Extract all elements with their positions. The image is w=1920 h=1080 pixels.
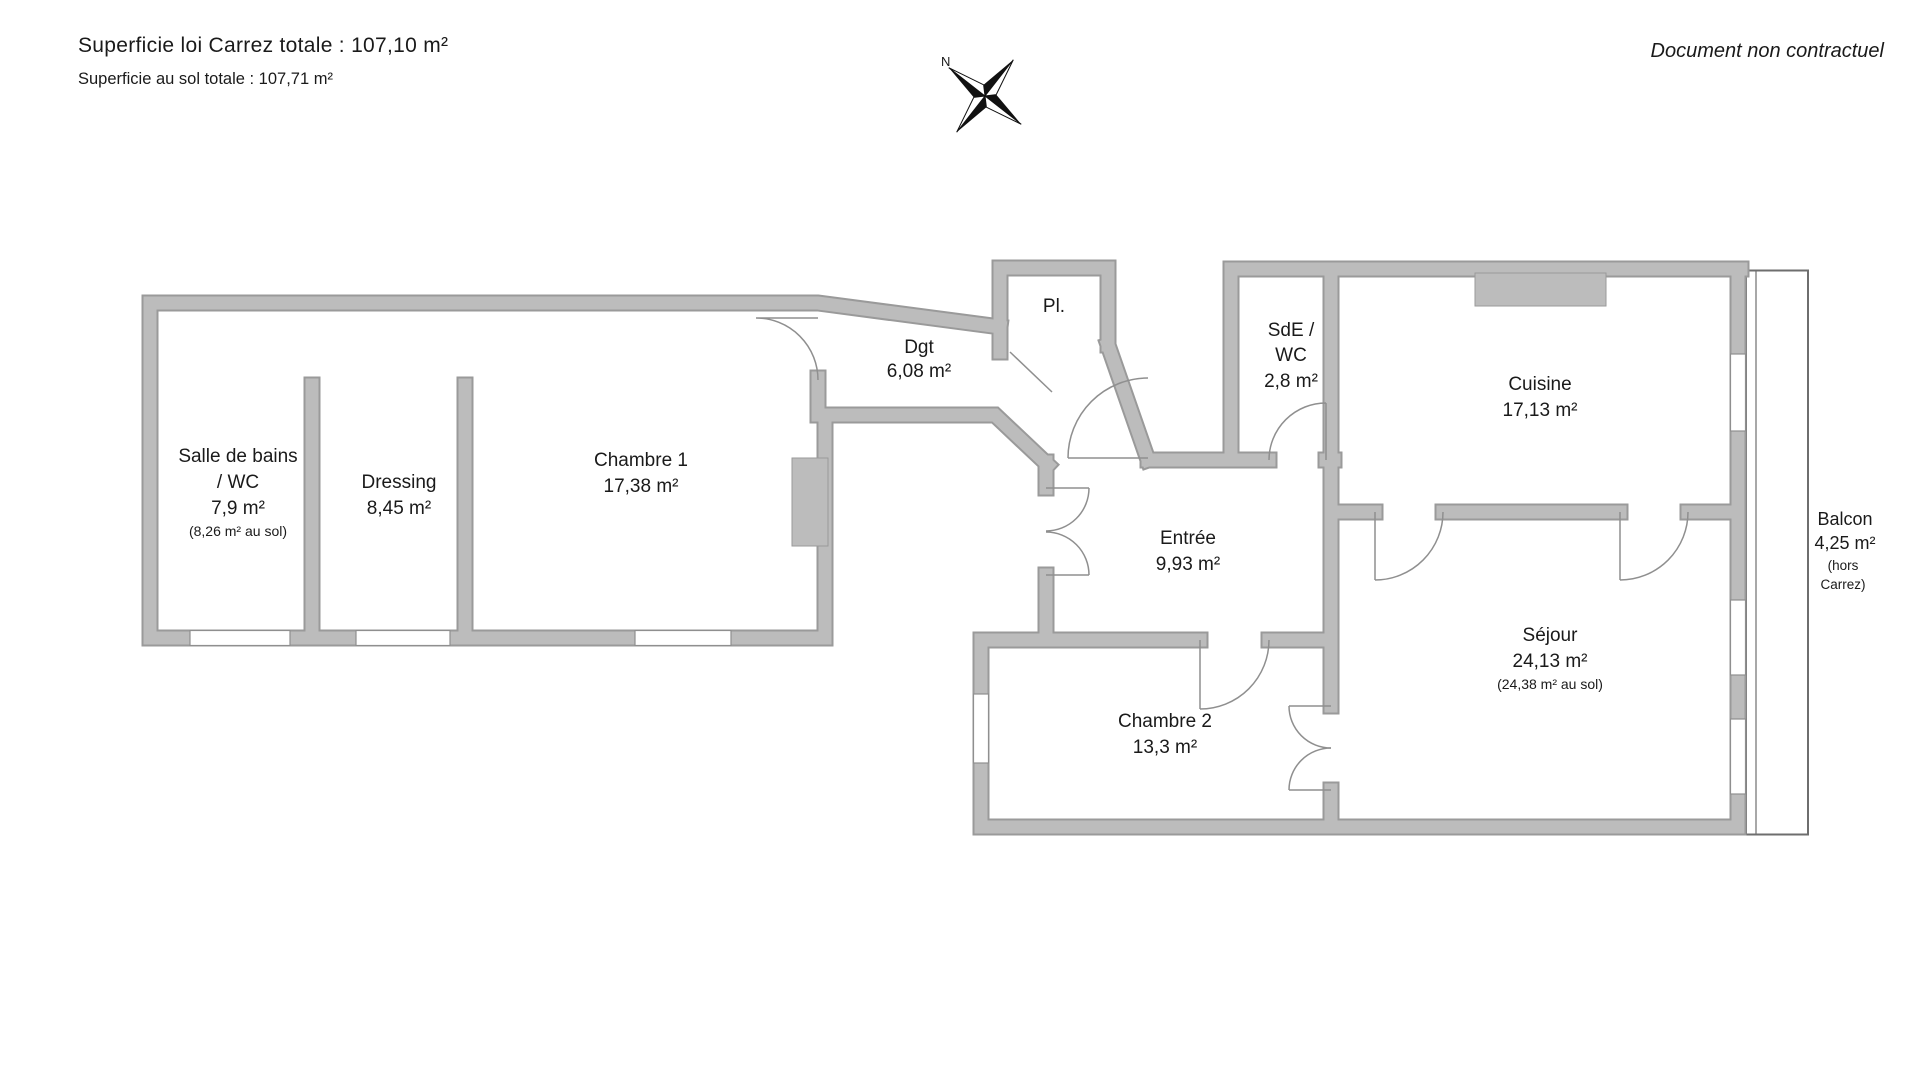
window-icon — [1729, 599, 1747, 676]
windows — [189, 353, 1747, 795]
disclaimer-label: Document non contractuel — [1651, 40, 1885, 62]
room-area: 7,9 m² — [211, 498, 265, 519]
balcony-structure — [1745, 269, 1809, 836]
room-label-balcon: Balcon 4,25 m² (hors Carrez) — [1814, 509, 1875, 592]
room-label-entree: Entrée 9,93 m² — [1156, 528, 1220, 575]
room-area: 17,13 m² — [1503, 400, 1578, 421]
room-note: Carrez) — [1820, 577, 1865, 592]
room-name: Chambre 2 — [1118, 711, 1212, 732]
room-area: 9,93 m² — [1156, 554, 1220, 575]
window-icon — [634, 629, 732, 647]
window-icon — [1729, 718, 1747, 795]
room-name: Salle de bains — [178, 446, 297, 467]
room-area: 17,38 m² — [604, 476, 679, 497]
room-area: 4,25 m² — [1814, 533, 1875, 553]
door-arc — [1374, 511, 1444, 581]
room-note: (hors — [1828, 558, 1859, 573]
room-label-dressing: Dressing 8,45 m² — [362, 472, 437, 519]
doors — [755, 317, 1689, 791]
door-leaf — [1009, 351, 1053, 393]
room-name: / WC — [217, 472, 259, 493]
compass-icon: N — [941, 54, 1022, 133]
window-icon — [355, 629, 451, 647]
sol-total-label: Superficie au sol totale : 107,71 m² — [78, 70, 333, 88]
room-label-dgt: Dgt 6,08 m² — [887, 337, 951, 382]
room-name: Chambre 1 — [594, 450, 688, 471]
room-label-chambre1: Chambre 1 17,38 m² — [594, 450, 688, 497]
room-name: Séjour — [1523, 625, 1579, 646]
room-note: (24,38 m² au sol) — [1497, 676, 1603, 692]
duct-block — [791, 457, 829, 547]
room-name: Dressing — [362, 472, 437, 493]
room-name: Pl. — [1043, 296, 1065, 317]
door-arc — [1619, 511, 1689, 581]
window-icon — [972, 693, 990, 764]
room-area: 6,08 m² — [887, 361, 951, 382]
room-note: (8,26 m² au sol) — [189, 523, 287, 539]
room-area: 2,8 m² — [1264, 371, 1318, 392]
room-name: SdE / — [1268, 320, 1315, 341]
door-arc — [1288, 705, 1332, 749]
room-label-placard: Pl. — [1043, 296, 1065, 317]
room-area: 13,3 m² — [1133, 737, 1197, 758]
room-label-chambre2: Chambre 2 13,3 m² — [1118, 711, 1212, 758]
door-arc — [1199, 639, 1270, 710]
room-name: Entrée — [1160, 528, 1216, 549]
room-label-cuisine: Cuisine 17,13 m² — [1503, 374, 1578, 421]
room-name: WC — [1275, 345, 1307, 366]
room-area: 8,45 m² — [367, 498, 431, 519]
room-label-sejour: Séjour 24,13 m² (24,38 m² au sol) — [1497, 625, 1603, 692]
door-arc — [1268, 402, 1327, 461]
door-arc — [1067, 377, 1149, 459]
balcony-floor — [1745, 269, 1809, 836]
room-area: 24,13 m² — [1513, 651, 1588, 672]
carrez-total-label: Superficie loi Carrez totale : 107,10 m² — [78, 34, 448, 57]
window-icon — [1729, 353, 1747, 432]
door-arc — [1288, 747, 1332, 791]
room-label-salle-de-bains: Salle de bains / WC 7,9 m² (8,26 m² au s… — [178, 446, 297, 539]
room-name: Cuisine — [1508, 374, 1571, 395]
compass-north-label: N — [941, 54, 950, 69]
door-arc — [755, 317, 819, 381]
window-icon — [189, 629, 291, 647]
room-label-sde-wc: SdE / WC 2,8 m² — [1264, 320, 1318, 392]
room-labels: Salle de bains / WC 7,9 m² (8,26 m² au s… — [178, 296, 1875, 758]
room-name: Balcon — [1817, 509, 1872, 529]
door-arc — [1045, 531, 1090, 576]
door-arc — [1045, 487, 1090, 532]
walls — [150, 268, 1741, 827]
kitchen-wall-notch — [1474, 272, 1607, 307]
room-name: Dgt — [904, 337, 934, 358]
